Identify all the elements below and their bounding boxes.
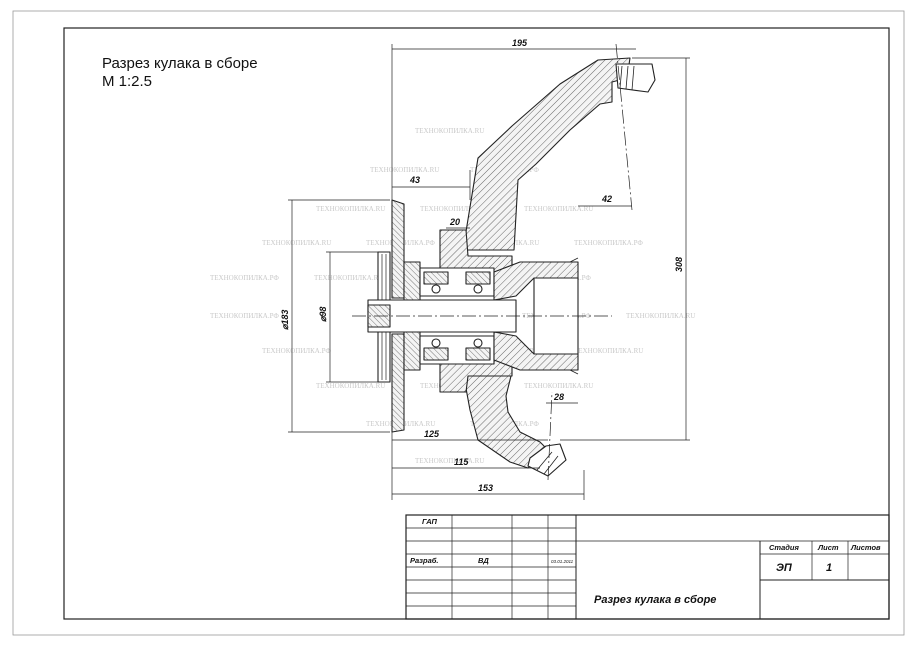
lower-bearing (419, 335, 495, 365)
drawing-title: Разрез кулака в сборе (102, 55, 258, 72)
outer-frame (12, 10, 905, 636)
watermark: ТЕХНОКОПИЛКА.RU (626, 312, 695, 320)
watermark: ТЕХНОКОПИЛКА.RU (415, 457, 484, 465)
lower-arm (462, 371, 549, 469)
dim-28: 28 (553, 392, 564, 402)
hub-body (403, 261, 421, 301)
center-lines (352, 43, 633, 481)
hub-flange (391, 199, 405, 299)
upper-arm (462, 57, 631, 251)
watermark: ТЕХНОКОПИЛКА.RU (524, 382, 593, 390)
gap-label: ГАП (422, 517, 437, 526)
knuckle-section (367, 57, 656, 477)
upper-bearing (419, 267, 495, 297)
sheet-header: Лист (817, 543, 839, 552)
dim-98: ⌀98 (318, 307, 328, 322)
dim-42: 42 (601, 194, 612, 204)
developer-label: Разраб. (410, 556, 438, 565)
watermark: ТЕХНОКОПИЛКА.РФ (210, 274, 279, 282)
dim-125: 125 (424, 429, 440, 439)
watermark: ТЕХНОКОПИЛКА.RU (370, 166, 439, 174)
watermark: ТЕХНОКОПИЛКА.RU (524, 205, 593, 213)
sheets-header: Листов (850, 543, 881, 552)
stage-header: Стадия (769, 543, 799, 552)
watermark: ТЕХНОКОПИЛКА.RU (316, 382, 385, 390)
drawing-scale: М 1:2.5 (102, 73, 152, 90)
stage-value: ЭП (776, 562, 793, 574)
upper-arm-boss (615, 63, 656, 93)
watermark: ТЕХНОКОПИЛКА.РФ (574, 239, 643, 247)
watermark: ТЕХНОКОПИЛКА.РФ (210, 312, 279, 320)
watermark: ТЕХНОКОПИЛКА.RU (316, 205, 385, 213)
dim-183: ⌀183 (280, 310, 290, 330)
hub-body-lower (403, 331, 421, 371)
watermark: ТЕХНОКОПИЛКА.RU (314, 274, 383, 282)
cv-housing-lower (493, 331, 579, 371)
drawing-name: Разрез кулака в сборе (594, 594, 716, 606)
dim-20: 20 (449, 217, 460, 227)
hub-flange-lower (391, 333, 405, 433)
watermark: ТЕХНОКОПИЛКА.РФ (262, 347, 331, 355)
title-block (405, 514, 890, 620)
developer-name: ВД (478, 556, 489, 565)
dim-43: 43 (409, 175, 420, 185)
watermark: ТЕХНОКОПИЛКА.RU (574, 347, 643, 355)
dimension-lines (288, 44, 690, 500)
dim-308: 308 (674, 257, 684, 272)
sheet-value: 1 (826, 562, 832, 574)
signature-date: 03.01.2011 (551, 559, 574, 564)
watermark: ТЕХНОКОПИЛКА.RU (415, 127, 484, 135)
dim-195: 195 (512, 38, 528, 48)
dim-153: 153 (478, 483, 493, 493)
watermark: ТЕХНОКОПИЛКА.РФ (420, 205, 489, 213)
watermark: ТЕХНОКОПИЛКА.RU (262, 239, 331, 247)
dim-115: 115 (454, 457, 469, 467)
